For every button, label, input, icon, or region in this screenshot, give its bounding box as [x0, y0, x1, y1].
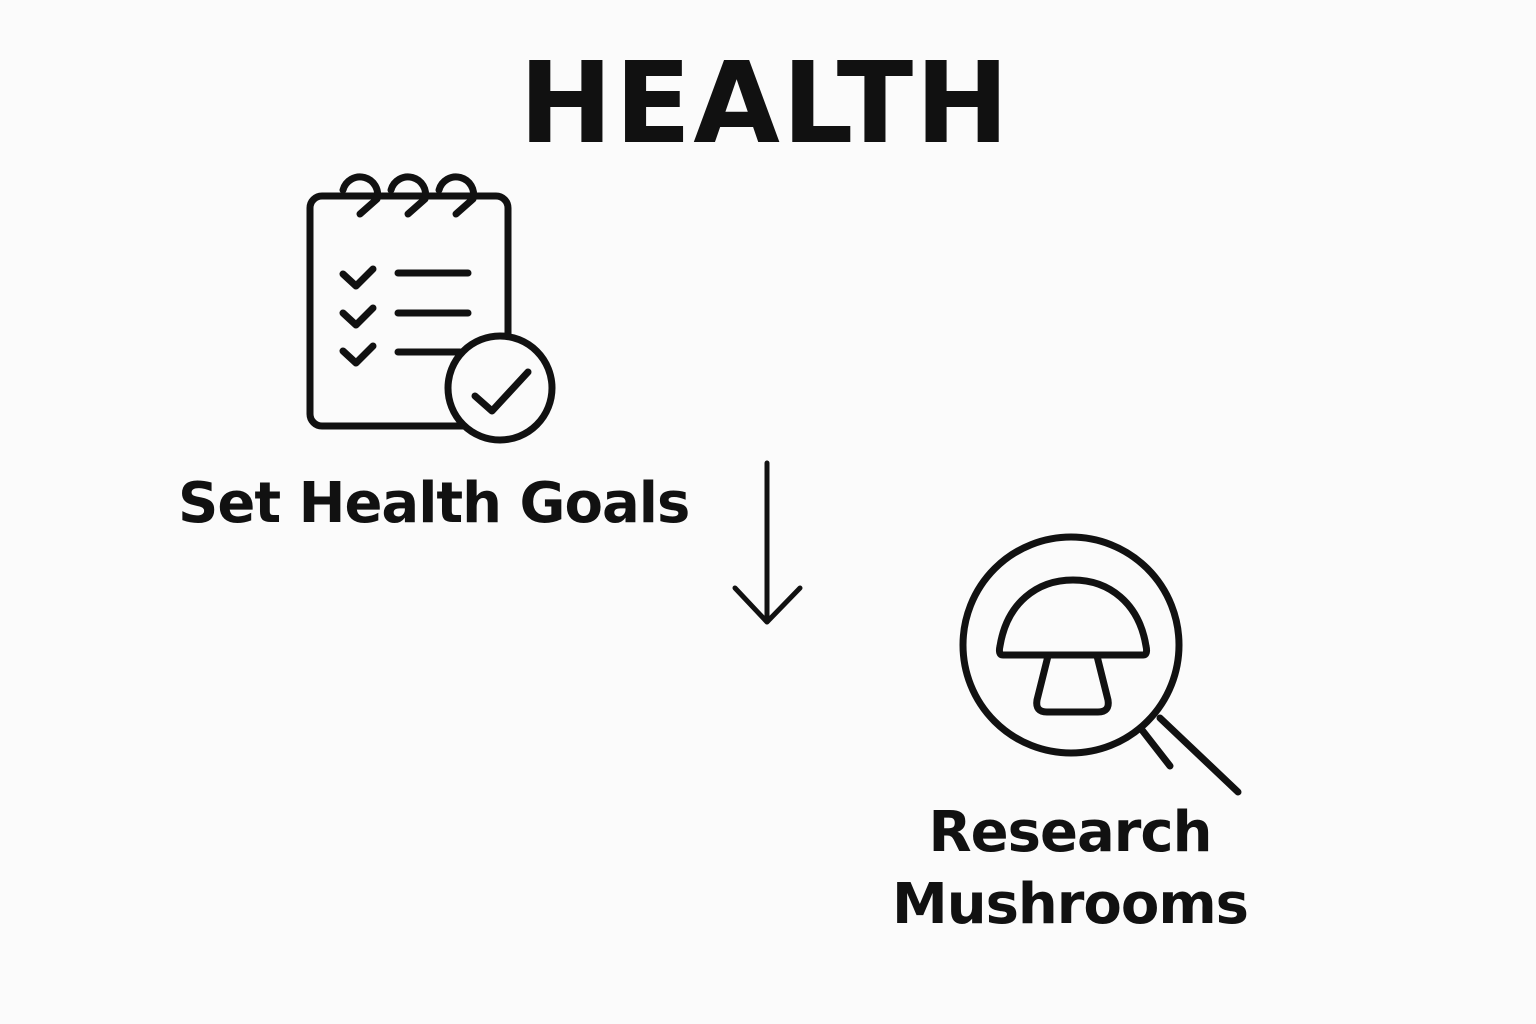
- step-label-set-health-goals: Set Health Goals: [178, 471, 690, 536]
- mushroom-magnifier-icon: [959, 533, 1242, 796]
- arrow-down-icon: [732, 460, 803, 625]
- step-label-research-mushrooms: Research Mushrooms: [870, 797, 1270, 940]
- research-mushrooms-line-2: Mushrooms: [891, 871, 1249, 937]
- checklist-notepad-icon: [306, 173, 556, 444]
- diagram-title: HEALTH: [519, 39, 1011, 169]
- research-mushrooms-line-1: Research: [928, 800, 1213, 865]
